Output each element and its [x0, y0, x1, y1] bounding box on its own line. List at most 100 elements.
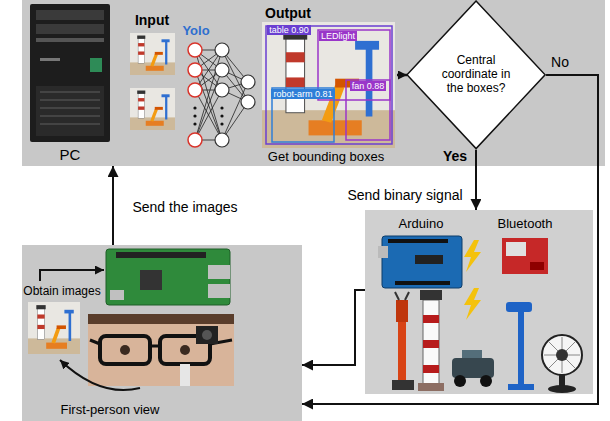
yolo-network	[215, 83, 229, 97]
bluetooth-module	[506, 242, 526, 256]
arduino-board	[415, 255, 443, 264]
car-device	[480, 375, 492, 387]
label-slot: Yes	[443, 148, 467, 164]
decision-diamond: Central coordinate in the boxes?	[406, 0, 546, 150]
pc-tower	[36, 10, 104, 20]
obtain-arrow	[40, 270, 104, 281]
yolo-network	[188, 63, 202, 77]
panel-label: PC	[60, 146, 81, 163]
yolo-network	[188, 133, 202, 147]
label-slot: table 0.90	[267, 25, 311, 35]
input-label: Input	[135, 12, 169, 28]
robot-arm-device	[395, 292, 409, 300]
yolo-network	[220, 122, 223, 125]
glasses-photo	[180, 364, 190, 386]
pc-tower	[36, 24, 104, 34]
output-image	[266, 26, 392, 144]
pc-tower	[36, 38, 104, 42]
label-slot: Yolo	[182, 24, 209, 39]
yolo-network	[241, 75, 255, 89]
decision-text: Central coordinate in the boxes?	[436, 54, 516, 95]
caption-label: First-person view	[61, 403, 160, 418]
glasses-photo	[88, 314, 234, 386]
flow-arrow	[475, 150, 477, 210]
arduino-board	[388, 239, 448, 243]
bluetooth-module	[502, 238, 548, 274]
captured-image	[28, 302, 80, 354]
car-device	[462, 350, 482, 358]
branch-label: Yes	[443, 148, 467, 164]
pc-tower	[40, 92, 100, 124]
label-slot: LEDlight	[319, 31, 357, 41]
branch-label: No	[551, 54, 569, 70]
robot-arm-device	[392, 292, 414, 390]
edge-label: Send binary signal	[345, 187, 464, 203]
lighthouse-device	[423, 365, 439, 373]
yolo-network	[193, 122, 196, 125]
yolo-network	[220, 106, 223, 109]
output-image	[262, 22, 395, 148]
label-slot: Input	[135, 12, 169, 28]
lighthouse-device	[418, 383, 444, 391]
pc-tower	[40, 58, 60, 61]
glasses-photo	[88, 314, 234, 386]
output-arrow	[397, 74, 407, 77]
fan-device	[548, 385, 576, 393]
detection-tag: LEDlight	[319, 31, 357, 41]
wireless-bolt	[464, 240, 481, 320]
label-slot: fan 0.88	[350, 81, 387, 91]
diamond-shape	[407, 1, 545, 149]
step-label: Obtain images	[23, 285, 100, 299]
output-image	[346, 80, 390, 140]
flow-arrow	[112, 166, 114, 245]
fan-device	[544, 337, 580, 373]
label-slot: Get bounding boxes	[268, 150, 384, 165]
part-label: Arduino	[399, 217, 444, 232]
edge-label-slot: Send the images	[130, 199, 239, 215]
lamp-device	[508, 384, 534, 390]
pc-tower	[30, 4, 110, 142]
yolo-network	[188, 43, 255, 147]
glasses-photo	[88, 314, 234, 324]
arduino-board	[395, 281, 450, 285]
raspberry-pi	[106, 249, 230, 305]
view-arrow	[60, 360, 140, 390]
obtain-arrow	[40, 270, 104, 281]
text-slot: Bluetooth	[498, 217, 553, 232]
fan-device	[556, 349, 568, 361]
pc-tower	[36, 86, 104, 136]
yolo-network	[195, 50, 248, 140]
yolo-network	[215, 43, 229, 57]
pc-tower	[90, 58, 102, 72]
car-device	[452, 350, 494, 387]
bluetooth-module	[502, 238, 548, 274]
output-arrow	[397, 75, 407, 76]
output-image	[318, 30, 390, 100]
yolo-network	[188, 83, 202, 97]
glasses-photo	[180, 345, 190, 355]
flow-arrow	[302, 75, 598, 404]
raspberry-pi	[208, 284, 230, 298]
label-slot: No	[551, 54, 569, 70]
yolo-network	[215, 63, 229, 77]
lighthouse-device	[423, 300, 439, 385]
part-label: Bluetooth	[498, 217, 553, 232]
raspberry-pi	[106, 249, 230, 305]
glasses-photo	[202, 330, 212, 340]
captured-image	[28, 302, 80, 354]
yolo-network	[220, 114, 223, 117]
label-slot: robot-arm 0.81	[271, 89, 334, 99]
arduino-board	[378, 246, 388, 258]
model-label: Yolo	[182, 24, 209, 39]
lighthouse-device	[423, 340, 439, 348]
text-slot: First-person view	[61, 403, 160, 418]
car-device	[452, 358, 494, 378]
raspberry-pi	[110, 290, 124, 300]
text-slot: Arduino	[399, 217, 444, 232]
text-slot: Obtain images	[23, 285, 100, 299]
yolo-network	[241, 95, 255, 109]
arduino-board	[378, 236, 462, 288]
lighthouse-device	[418, 290, 444, 391]
